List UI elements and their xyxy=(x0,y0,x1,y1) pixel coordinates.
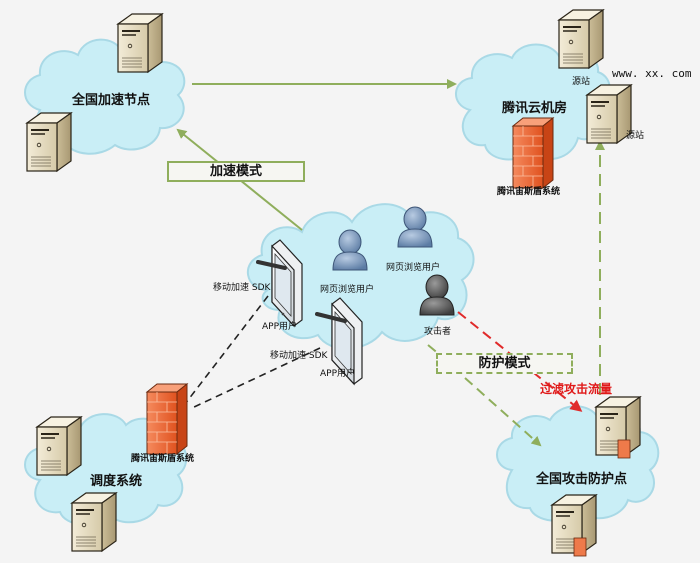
site-url-label: www. xx. com xyxy=(612,67,692,80)
accel-server-2-icon xyxy=(26,112,72,172)
web-user-1-label: 网页浏览用户 xyxy=(320,285,375,295)
app-user-1-label: APP用户 xyxy=(262,322,298,332)
sdk-1-label: 移动加速 SDK xyxy=(213,283,271,293)
origin-server-1-icon xyxy=(558,9,604,69)
scheduling-server-2-icon xyxy=(71,492,117,552)
acceleration-mode-box: 加速模式 xyxy=(167,161,305,182)
tencent-firewall-icon xyxy=(512,117,554,189)
acceleration-cloud-title: 全国加速节点 xyxy=(72,93,151,108)
sdk-2-label: 移动加速 SDK xyxy=(270,351,328,361)
web-user-2-label: 网页浏览用户 xyxy=(386,263,441,273)
protection-mode-to-cloud-line xyxy=(464,377,542,447)
sdk-2-pen-icon xyxy=(315,312,347,323)
scheduling-firewall-icon xyxy=(146,383,188,455)
scheduling-cloud-title: 调度系统 xyxy=(90,474,143,489)
origin-server-2-icon xyxy=(586,84,632,144)
scheduling-server-1-icon xyxy=(36,416,82,476)
protection-server-1-shield-icon xyxy=(617,439,631,459)
tencent-cloud-title: 腾讯云机房 xyxy=(502,101,568,116)
protection-cloud-title: 全国攻击防护点 xyxy=(536,472,628,487)
accel-server-1-icon xyxy=(117,13,163,73)
protection-mode-box: 防护模式 xyxy=(436,353,573,374)
protection-server-2-shield-icon xyxy=(573,537,587,557)
filter-traffic-label: 过滤攻击流量 xyxy=(540,382,613,396)
attack-traffic-line xyxy=(457,311,583,412)
tencent-firewall-label: 腾讯宙斯盾系统 xyxy=(497,187,561,197)
sdk-1-pen-icon xyxy=(256,260,287,270)
scheduling-firewall-label: 腾讯宙斯盾系统 xyxy=(131,454,195,464)
app-user-2-label: APP用户 xyxy=(320,369,356,379)
origin-server-2-label: 源站 xyxy=(626,131,645,141)
origin-server-1-label: 源站 xyxy=(572,77,591,87)
attacker-label: 攻击者 xyxy=(424,327,452,337)
app-user1-to-firewall-line xyxy=(184,295,269,405)
